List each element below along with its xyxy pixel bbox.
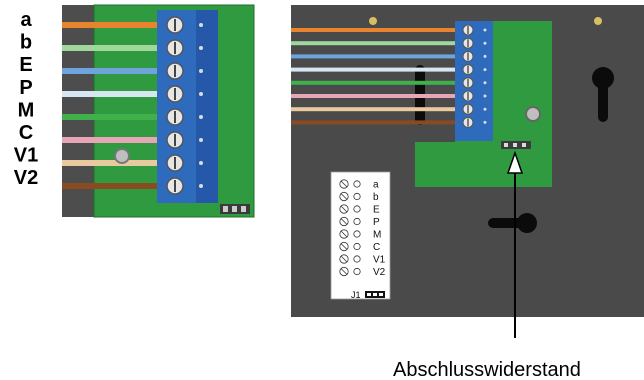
wire: [291, 80, 466, 85]
right-screw-post: [525, 106, 541, 122]
legend-pin-symbol: [353, 267, 361, 276]
legend-label: E: [373, 205, 380, 216]
left-screw-post: [114, 148, 130, 164]
legend-screw-symbol: [339, 266, 349, 277]
callout-label: Abschlusswiderstand: [393, 359, 581, 380]
termination-jumper: [501, 141, 531, 149]
wire: [62, 45, 174, 51]
wire: [291, 54, 466, 59]
wire: [62, 114, 174, 120]
wire: [62, 137, 174, 143]
left-terminal-block: [157, 10, 218, 203]
legend-label: b: [373, 192, 379, 203]
jumper-label: J1: [351, 290, 361, 300]
legend-screw-symbol: [339, 204, 349, 214]
legend-pin-symbol: [353, 192, 361, 201]
wire: [62, 68, 174, 74]
callout-arrow: [506, 150, 524, 338]
wire: [62, 91, 174, 97]
legend-screw-symbol: [339, 241, 349, 252]
legend-pin-symbol: [353, 255, 361, 263]
legend-label: M: [373, 230, 381, 241]
mounting-hole-1: [369, 17, 377, 25]
legend-screw-symbol: [339, 254, 349, 264]
wire: [291, 94, 466, 98]
mounting-hole-2: [594, 17, 602, 25]
wire: [62, 183, 174, 189]
wire: [291, 67, 466, 72]
legend-label: V2: [373, 267, 386, 278]
legend-screw-symbol: [339, 179, 349, 189]
wire: [62, 22, 174, 28]
wire: [291, 41, 466, 46]
right-terminal-block: [455, 21, 493, 141]
legend-pin-symbol: [353, 230, 361, 238]
legend-pin-symbol: [353, 242, 361, 251]
wire: [291, 107, 466, 112]
legend-pin-symbol: [353, 217, 361, 226]
left-photo: [62, 4, 255, 218]
legend-screw-symbol: [339, 216, 349, 227]
terminal-label: a: [20, 9, 32, 31]
legend-label: P: [373, 217, 380, 228]
wire: [291, 28, 466, 32]
left-wires: [62, 22, 174, 189]
legend-pin-symbol: [353, 205, 361, 213]
terminal-label: V1: [14, 145, 38, 167]
legend-label: C: [373, 242, 380, 253]
legend-label: a: [373, 180, 379, 191]
terminal-label: E: [19, 54, 32, 76]
legend-screw-symbol: [339, 229, 349, 239]
legend-screw-symbol: [339, 191, 349, 202]
wire: [62, 160, 174, 166]
right-wires: [291, 28, 466, 125]
terminal-label: C: [19, 122, 33, 144]
legend-label: V1: [373, 255, 386, 266]
terminal-label: P: [19, 77, 32, 99]
terminal-label: b: [20, 32, 32, 54]
terminal-label: M: [18, 99, 35, 121]
wire: [291, 120, 466, 125]
terminal-label: V2: [14, 167, 38, 189]
legend-pin-symbol: [353, 180, 361, 188]
